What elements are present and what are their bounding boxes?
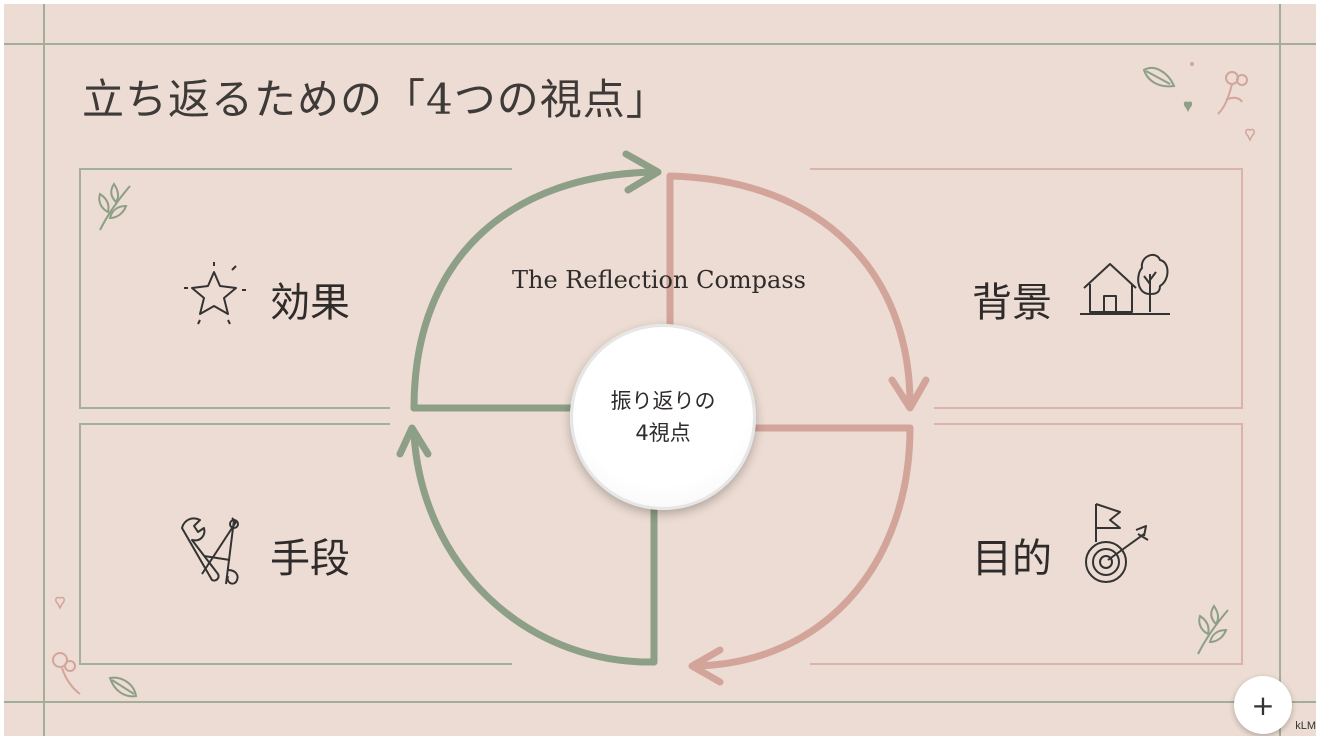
center-text-line1: 振り返りの <box>610 389 716 413</box>
compass-title: The Reflection Compass <box>512 266 806 294</box>
label-background: 背景 <box>972 280 1052 326</box>
leaf-sprig-icon <box>98 182 131 231</box>
green-arc <box>396 150 662 666</box>
flower-icon <box>1217 71 1248 115</box>
quadrant-icons <box>181 253 1170 585</box>
leaf-icon <box>108 676 138 698</box>
center-text-line2: 4視点 <box>635 421 691 445</box>
compass-diagram <box>396 150 930 686</box>
flower-icon <box>52 652 81 695</box>
flag-target-icon <box>1085 503 1149 583</box>
center-circle: 振り返りの 4視点 <box>570 324 756 510</box>
leaf-icon <box>1142 67 1176 88</box>
rose-arc <box>666 172 930 686</box>
heart-outline-icon <box>1245 128 1255 142</box>
frame-lines <box>4 4 1316 736</box>
label-purpose: 目的 <box>972 536 1052 582</box>
house-with-tree-icon <box>1080 253 1170 315</box>
watermark: kLM <box>1295 720 1316 732</box>
slide: 立ち返るための「4つの視点」 <box>4 4 1316 736</box>
sparkle-star-icon <box>184 262 246 325</box>
label-means: 手段 <box>270 536 350 582</box>
heart-outline-icon <box>55 596 65 610</box>
decorations <box>52 62 1255 698</box>
heart-icon <box>1183 101 1193 112</box>
leaf-sprig-icon <box>1197 604 1229 655</box>
dot-icon <box>1190 62 1194 66</box>
label-effect: 効果 <box>270 280 350 326</box>
add-button[interactable]: + <box>1234 676 1292 734</box>
slide-title: 立ち返るための「4つの視点」 <box>82 75 669 124</box>
wrench-and-compass-icon <box>181 517 239 585</box>
